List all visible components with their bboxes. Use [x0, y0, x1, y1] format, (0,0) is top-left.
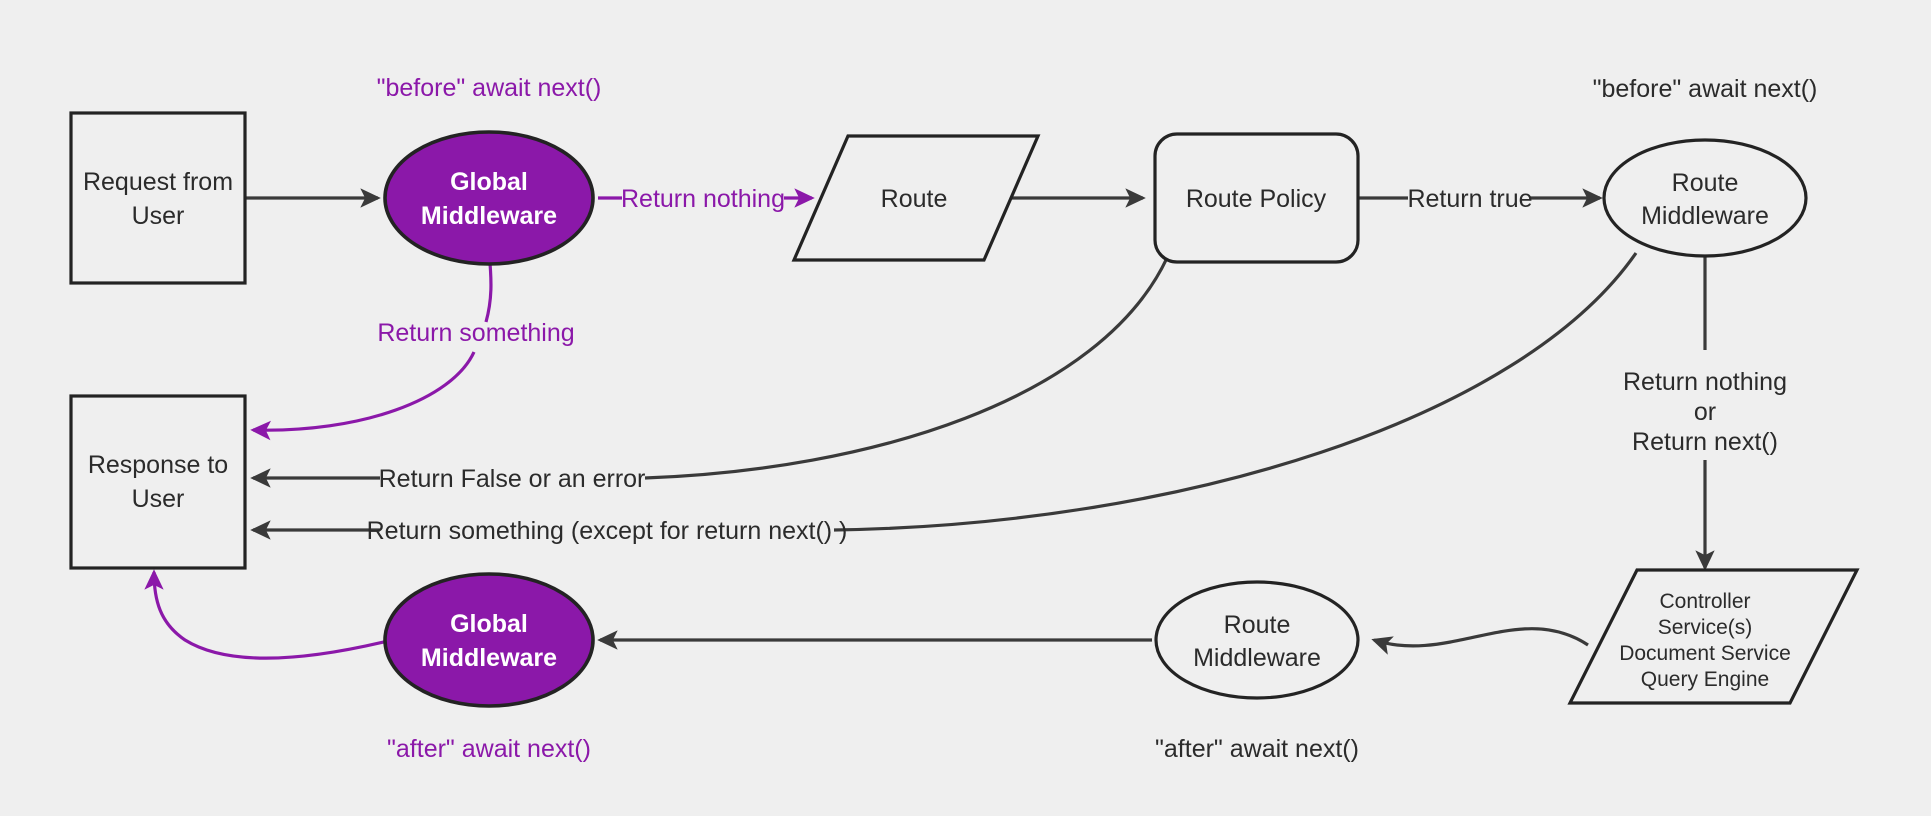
edge-label-return-something: Return something: [377, 319, 574, 347]
node-route-policy-label: Route Policy: [1186, 185, 1327, 213]
edge-global-middleware-to-response-curve: [250, 351, 476, 441]
node-controller-services-line3: Document Service: [1619, 642, 1791, 665]
node-route-label: Route: [881, 185, 948, 213]
node-global-middleware-bottom[interactable]: [383, 572, 595, 708]
node-global-middleware-top-line1: Global: [450, 168, 528, 196]
node-route-policy[interactable]: [1153, 132, 1360, 264]
node-response-to-user-line2: User: [132, 485, 185, 513]
node-request-from-user-line1: Request from: [83, 168, 233, 196]
node-controller-services-line1: Controller: [1659, 590, 1750, 613]
edge-controller-to-route-middleware-bottom: [1371, 627, 1589, 655]
edge-label-return-nothing: Return nothing: [621, 185, 785, 213]
annotation-after-await-next-route: "after" await next(): [1155, 735, 1359, 763]
node-route-middleware-bottom-line2: Middleware: [1193, 644, 1321, 672]
edge-label-return-something-except: Return something (except for return next…: [367, 517, 848, 545]
node-global-middleware-bottom-line1: Global: [450, 610, 528, 638]
edge-label-return-true: Return true: [1407, 185, 1532, 213]
annotation-before-await-next-global: "before" await next(): [377, 74, 602, 102]
node-request-from-user[interactable]: [69, 111, 247, 285]
edge-label-return-false-or-error: Return False or an error: [379, 465, 646, 493]
node-controller-services[interactable]: [1567, 568, 1860, 705]
edge-route-policy-to-response: [644, 257, 1169, 480]
node-route[interactable]: [791, 134, 1041, 262]
node-global-middleware-bottom-line2: Middleware: [421, 644, 557, 672]
node-response-to-user-line1: Response to: [88, 451, 228, 479]
node-route-middleware-bottom[interactable]: [1154, 580, 1360, 700]
edge-label-return-nothing-or-next-line2: or: [1694, 398, 1716, 426]
edge-route-middleware-to-response: [833, 252, 1638, 532]
node-route-middleware-top-line1: Route: [1672, 169, 1739, 197]
edge-label-return-nothing-or-next-line3: Return next(): [1632, 428, 1778, 456]
node-controller-services-line2: Service(s): [1658, 616, 1753, 639]
node-global-middleware-top[interactable]: [383, 130, 595, 266]
annotation-after-await-next-global: "after" await next(): [387, 735, 591, 763]
edge-global-middleware-bottom-to-response: [144, 569, 393, 660]
node-route-middleware-top-line2: Middleware: [1641, 202, 1769, 230]
edge-label-return-nothing-or-next-line1: Return nothing: [1623, 368, 1787, 396]
node-response-to-user[interactable]: [69, 394, 247, 570]
node-route-middleware-bottom-line1: Route: [1224, 611, 1291, 639]
annotation-before-await-next-route: "before" await next(): [1593, 75, 1818, 103]
node-request-from-user-line2: User: [132, 202, 185, 230]
node-global-middleware-top-line2: Middleware: [421, 202, 557, 230]
node-controller-services-line4: Query Engine: [1641, 668, 1769, 691]
node-route-middleware-top[interactable]: [1602, 138, 1808, 258]
